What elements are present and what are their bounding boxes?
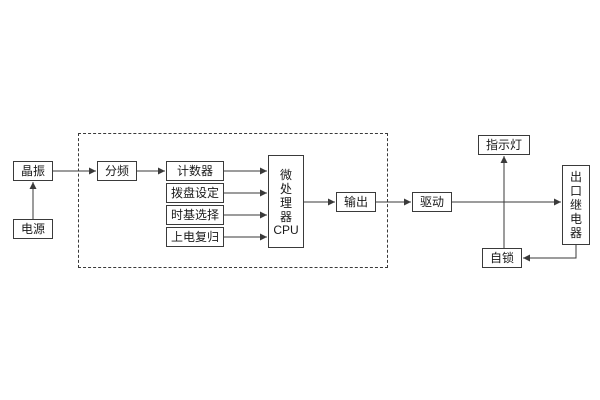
node-dial-setting: 拨盘设定 xyxy=(166,183,224,203)
node-drive: 驱动 xyxy=(412,192,452,212)
node-power-label: 电源 xyxy=(20,222,45,236)
node-dial-label: 拨盘设定 xyxy=(170,186,219,200)
node-power-supply: 电源 xyxy=(13,219,53,239)
node-reset-label: 上电复归 xyxy=(170,230,219,244)
node-output-label: 输出 xyxy=(343,195,368,209)
node-output: 输出 xyxy=(336,192,376,212)
node-outlet-relay: 出口继电器 xyxy=(562,165,590,245)
node-selflock-label: 自锁 xyxy=(489,251,514,265)
node-power-on-reset: 上电复归 xyxy=(166,227,224,247)
node-timebase-select: 时基选择 xyxy=(166,205,224,225)
node-timebase-label: 时基选择 xyxy=(170,208,219,222)
node-frequency-divider: 分频 xyxy=(97,161,137,181)
node-counter: 计数器 xyxy=(166,161,224,181)
device-boundary-dashed-box xyxy=(78,133,388,268)
node-indicator-label: 指示灯 xyxy=(485,138,522,152)
node-indicator-lamp: 指示灯 xyxy=(478,135,530,155)
node-relay-label-vertical: 出口继电器 xyxy=(569,170,582,240)
node-cpu-label-cpu: CPU xyxy=(273,222,299,237)
node-cpu-label-vertical: 微处理器 xyxy=(279,167,292,224)
node-drive-label: 驱动 xyxy=(419,195,444,209)
node-crystal-oscillator: 晶振 xyxy=(13,161,53,181)
node-divider-label: 分频 xyxy=(104,164,129,178)
node-self-lock: 自锁 xyxy=(482,248,522,268)
node-microprocessor-cpu: 微处理器 CPU xyxy=(268,155,304,248)
node-crystal-label: 晶振 xyxy=(20,164,45,178)
node-counter-label: 计数器 xyxy=(176,164,213,178)
